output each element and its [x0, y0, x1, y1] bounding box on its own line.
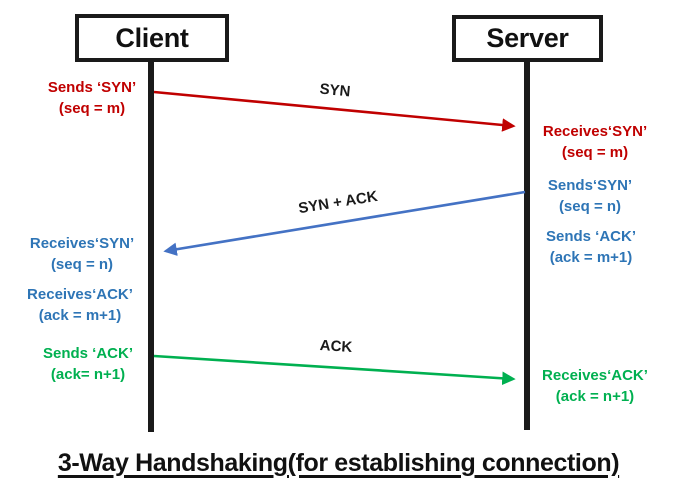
note-line: (ack= n+1)	[50, 366, 126, 383]
note-line: Sends ‘ACK’	[545, 228, 636, 245]
note-line: (ack = m+1)	[38, 307, 122, 324]
note-client-receives-ack: Receives‘ACK’ (ack = m+1)	[10, 284, 150, 326]
diagram-title-row: 3-Way Handshaking(for establishing conne…	[0, 449, 677, 478]
note-line: (seq = n)	[50, 256, 114, 273]
note-line: Sends ‘SYN’	[47, 79, 137, 96]
note-client-sends-syn: Sends ‘SYN’ (seq = m)	[22, 77, 162, 119]
client-actor-label: Client	[115, 22, 189, 53]
note-line: (ack = m+1)	[549, 249, 633, 266]
syn-ack-arrow	[163, 190, 526, 256]
note-line: Receives‘ACK’	[542, 367, 648, 384]
note-line: (seq = m)	[561, 144, 629, 161]
note-server-sends-syn: Sends‘SYN’ (seq = n)	[520, 175, 660, 217]
note-line: (seq = n)	[558, 198, 622, 215]
server-actor-label: Server	[486, 23, 569, 53]
note-line: Receives‘SYN’	[542, 123, 648, 140]
note-client-sends-ack: Sends ‘ACK’ (ack= n+1)	[18, 343, 158, 385]
server-actor-box: Server	[452, 15, 603, 62]
syn-arrow	[153, 90, 516, 132]
client-actor-box: Client	[75, 14, 229, 62]
note-line: Sends‘SYN’	[547, 177, 633, 194]
note-server-receives-syn: Receives‘SYN’ (seq = m)	[525, 121, 665, 163]
note-line: Receives‘SYN’	[29, 235, 135, 252]
ack-arrow	[153, 354, 516, 386]
note-line: Sends ‘ACK’	[42, 345, 133, 362]
note-client-receives-syn: Receives‘SYN’ (seq = n)	[12, 233, 152, 275]
note-line: Receives‘ACK’	[27, 286, 133, 303]
diagram-title: 3-Way Handshaking(for establishing conne…	[57, 449, 620, 477]
note-line: (seq = m)	[58, 100, 126, 117]
note-server-sends-ack: Sends ‘ACK’ (ack = m+1)	[521, 226, 661, 268]
note-line: (ack = n+1)	[555, 388, 635, 405]
note-server-receives-ack: Receives‘ACK’ (ack = n+1)	[525, 365, 665, 407]
